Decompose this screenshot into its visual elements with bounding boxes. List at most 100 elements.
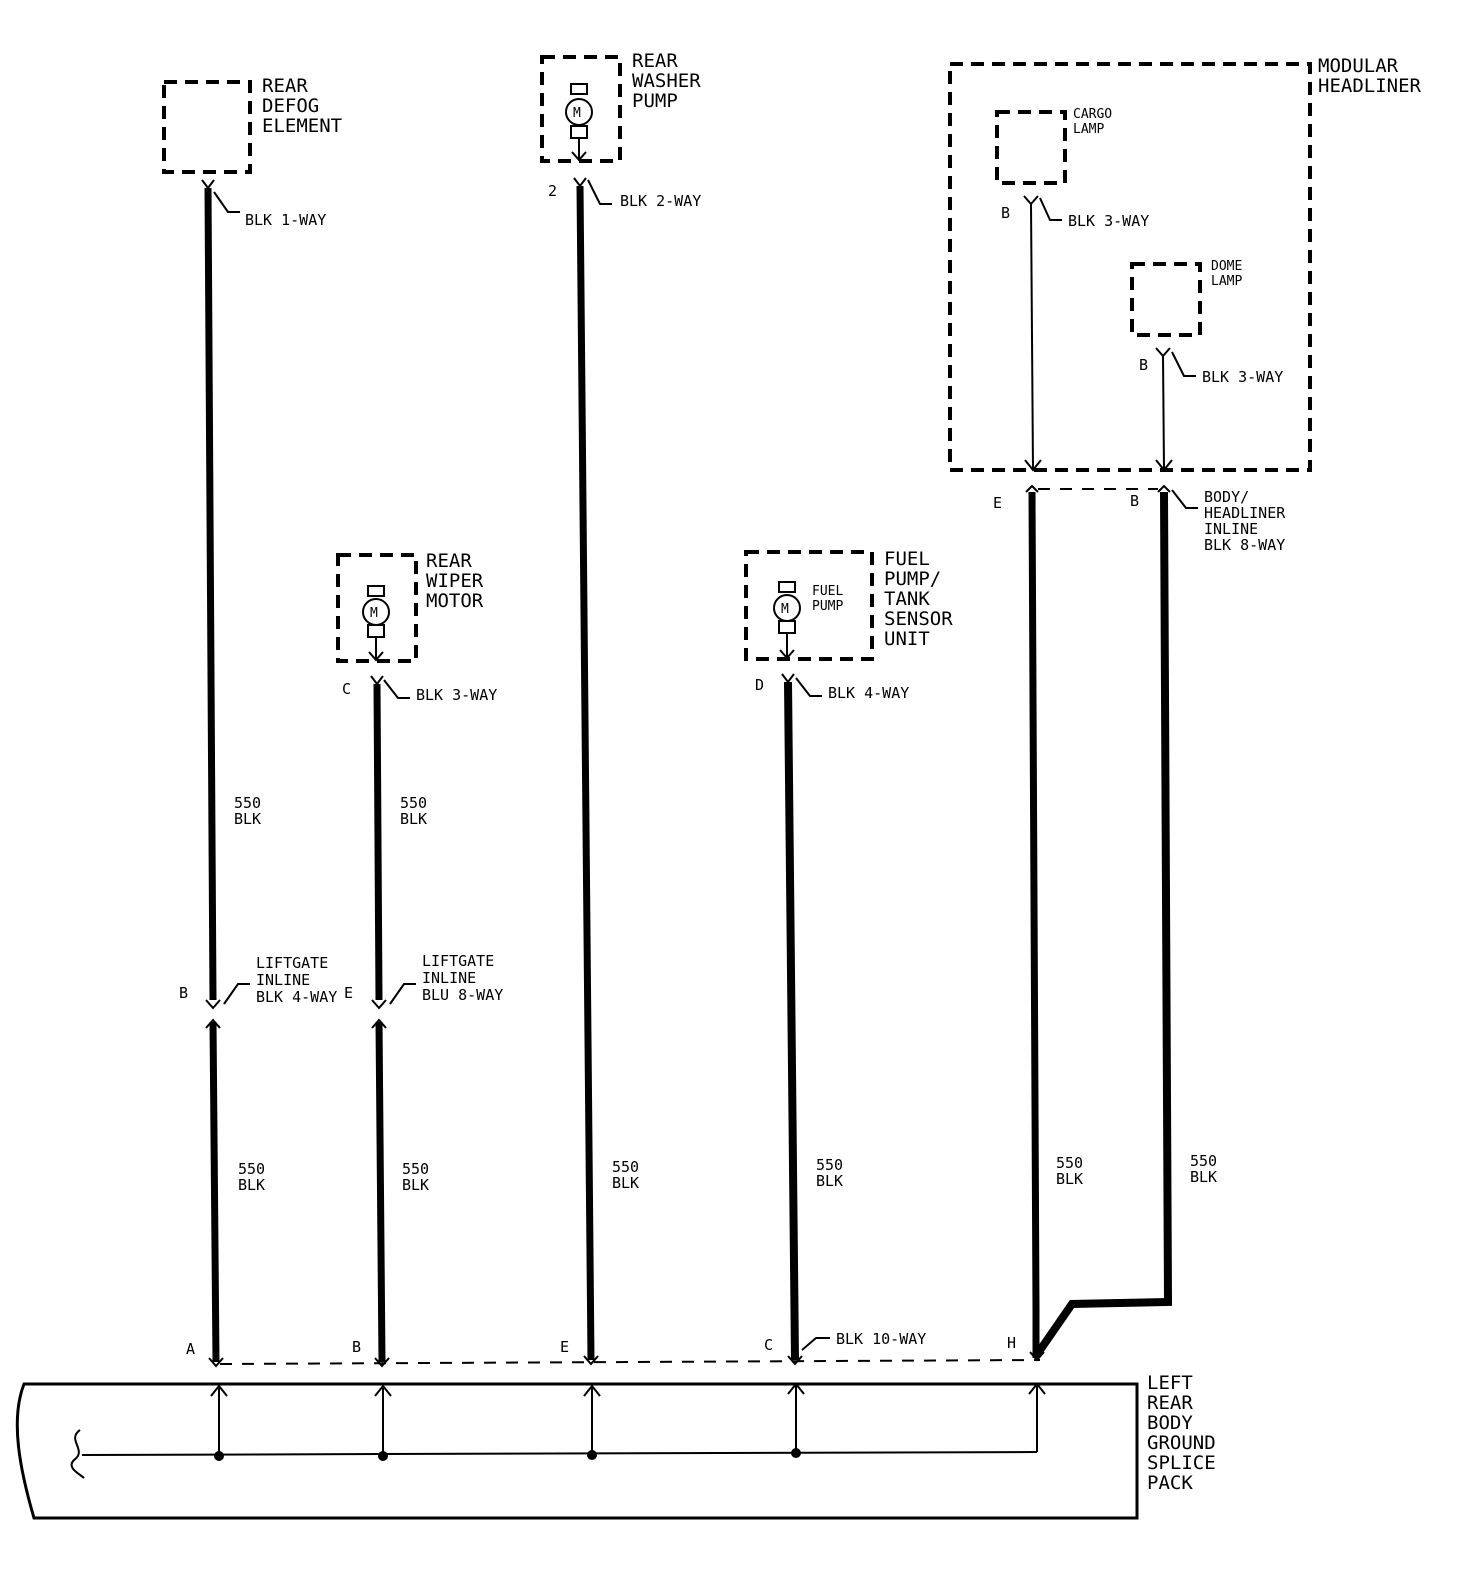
headliner-label-2: HEADLINER	[1318, 75, 1422, 97]
fuel-connector: D BLK 4-WAY	[755, 673, 909, 702]
defog-connector-label: BLK 1-WAY	[245, 211, 326, 229]
splice-pack-label-5: SPLICE	[1147, 1452, 1216, 1474]
splice-pin-c: C	[764, 1336, 773, 1354]
modular-headliner: MODULAR HEADLINER	[948, 55, 1422, 472]
liftgate-4way-label-2: INLINE	[256, 971, 310, 989]
cargo-lamp-label-1: CARGO	[1073, 107, 1112, 122]
liftgate-8way-connector: E LIFTGATE INLINE BLU 8-WAY	[344, 952, 503, 1029]
defog-wire-color: BLK	[234, 810, 261, 828]
splice-10way-connector: A B E C H BLK 10-WAY	[186, 1330, 1045, 1368]
fuel-label-1: FUEL	[884, 548, 930, 570]
cargo-connector: B BLK 3-WAY	[1001, 195, 1149, 230]
liftgate-8way-label-2: INLINE	[422, 969, 476, 987]
splice-pack-label-2: REAR	[1147, 1392, 1193, 1414]
ground-splice-pack: LEFT REAR BODY GROUND SPLICE PACK	[15, 1372, 1216, 1520]
liftgate-4way-label-1: LIFTGATE	[256, 954, 328, 972]
headliner-b-circuit: 550	[1190, 1152, 1217, 1170]
fuel-pin: D	[755, 676, 764, 694]
wiper-lower-color: BLK	[402, 1176, 429, 1194]
dome-lamp-label-1: DOME	[1211, 259, 1242, 274]
liftgate-8way-label-1: LIFTGATE	[422, 952, 494, 970]
fuel-wire-color: BLK	[816, 1172, 843, 1190]
cargo-wire-arrow	[1024, 459, 1042, 472]
washer-connector-label: BLK 2-WAY	[620, 192, 701, 210]
rear-defog-label-2: DEFOG	[262, 95, 319, 117]
rear-wiper-motor: M REAR WIPER MOTOR	[336, 550, 484, 663]
wiper-wire-lower	[375, 1021, 386, 1363]
splice-10way-label: BLK 10-WAY	[836, 1330, 926, 1348]
wiper-connector: C BLK 3-WAY	[342, 675, 497, 704]
wiper-lower-circuit: 550	[402, 1160, 429, 1178]
cargo-pin: B	[1001, 204, 1010, 222]
headliner-wire-b	[1032, 491, 1173, 1359]
splice-pin-b: B	[352, 1338, 361, 1356]
dome-connector: B BLK 3-WAY	[1139, 347, 1283, 386]
body-headliner-label-3: INLINE	[1204, 520, 1258, 538]
headliner-wire-e	[1028, 491, 1040, 1358]
defog-wire-upper	[204, 187, 217, 1001]
dome-wire	[1162, 355, 1165, 471]
dome-pin: B	[1139, 356, 1148, 374]
fuel-label-5: UNIT	[884, 628, 930, 650]
fuel-connector-label: BLK 4-WAY	[828, 684, 909, 702]
splice-pack-label-6: PACK	[1147, 1472, 1193, 1494]
headliner-b-color: BLK	[1190, 1168, 1217, 1186]
headliner-pin-e: E	[993, 494, 1002, 512]
cargo-lamp-label-2: LAMP	[1073, 122, 1104, 137]
dome-connector-label: BLK 3-WAY	[1202, 368, 1283, 386]
washer-wire-circuit: 550	[612, 1158, 639, 1176]
defog-wire-lower	[209, 1021, 220, 1363]
washer-motor-m: M	[573, 106, 581, 121]
headliner-pin-b: B	[1130, 492, 1139, 510]
fuel-wire	[784, 681, 799, 1361]
headliner-label-1: MODULAR	[1318, 55, 1399, 77]
dome-lamp-label-2: LAMP	[1211, 274, 1242, 289]
liftgate-4way-connector: B LIFTGATE INLINE BLK 4-WAY	[179, 954, 337, 1029]
washer-label-1: REAR	[632, 50, 678, 72]
defog-wire-circuit: 550	[234, 794, 261, 812]
headliner-e-circuit: 550	[1056, 1154, 1083, 1172]
washer-wire	[576, 185, 595, 1361]
fuel-motor-m: M	[781, 602, 789, 617]
fuel-wire-circuit: 550	[816, 1156, 843, 1174]
body-headliner-label-1: BODY/	[1204, 488, 1249, 506]
liftgate-8way-label-3: BLU 8-WAY	[422, 986, 503, 1004]
washer-label-3: PUMP	[632, 90, 678, 112]
wiper-label-2: WIPER	[426, 570, 484, 592]
fuel-label-2: PUMP/	[884, 568, 941, 590]
dome-lamp: DOME LAMP	[1130, 259, 1242, 337]
wiper-label-1: REAR	[426, 550, 472, 572]
liftgate-pin-e: E	[344, 984, 353, 1002]
fuel-pump-inner-1: FUEL	[812, 584, 843, 599]
wiper-motor-m: M	[370, 606, 378, 621]
wiper-label-3: MOTOR	[426, 590, 484, 612]
cargo-wire	[1030, 203, 1034, 471]
body-headliner-label-2: HEADLINER	[1204, 504, 1286, 522]
splice-pin-a: A	[186, 1340, 195, 1358]
splice-pin-h: H	[1007, 1334, 1016, 1352]
wiper-connector-label: BLK 3-WAY	[416, 686, 497, 704]
liftgate-4way-label-3: BLK 4-WAY	[256, 988, 337, 1006]
dome-wire-arrow	[1155, 459, 1173, 472]
splice-pack-label-3: BODY	[1147, 1412, 1193, 1434]
splice-pack-label-1: LEFT	[1147, 1372, 1193, 1394]
defog-connector: BLK 1-WAY	[201, 179, 326, 229]
wiper-wire-color: BLK	[400, 810, 427, 828]
headliner-e-color: BLK	[1056, 1170, 1083, 1188]
cargo-connector-label: BLK 3-WAY	[1068, 212, 1149, 230]
wiper-pin: C	[342, 680, 351, 698]
washer-pin: 2	[548, 182, 557, 200]
washer-label-2: WASHER	[632, 70, 701, 92]
fuel-label-3: TANK	[884, 588, 930, 610]
rear-defog-label-1: REAR	[262, 75, 308, 97]
defog-lower-circuit: 550	[238, 1160, 265, 1178]
fuel-pump-inner-2: PUMP	[812, 599, 843, 614]
splice-pin-e: E	[560, 1338, 569, 1356]
fuel-pump-unit: M FUEL PUMP FUEL PUMP/ TANK SENSOR UNIT	[744, 548, 953, 661]
liftgate-pin-b: B	[179, 984, 188, 1002]
washer-connector: 2 BLK 2-WAY	[548, 177, 701, 210]
wiper-wire-upper	[373, 683, 383, 1001]
body-headliner-connector: E B BODY/ HEADLINER INLINE BLK 8-WAY	[993, 484, 1286, 554]
rear-defog-element: REAR DEFOG ELEMENT	[162, 75, 342, 174]
